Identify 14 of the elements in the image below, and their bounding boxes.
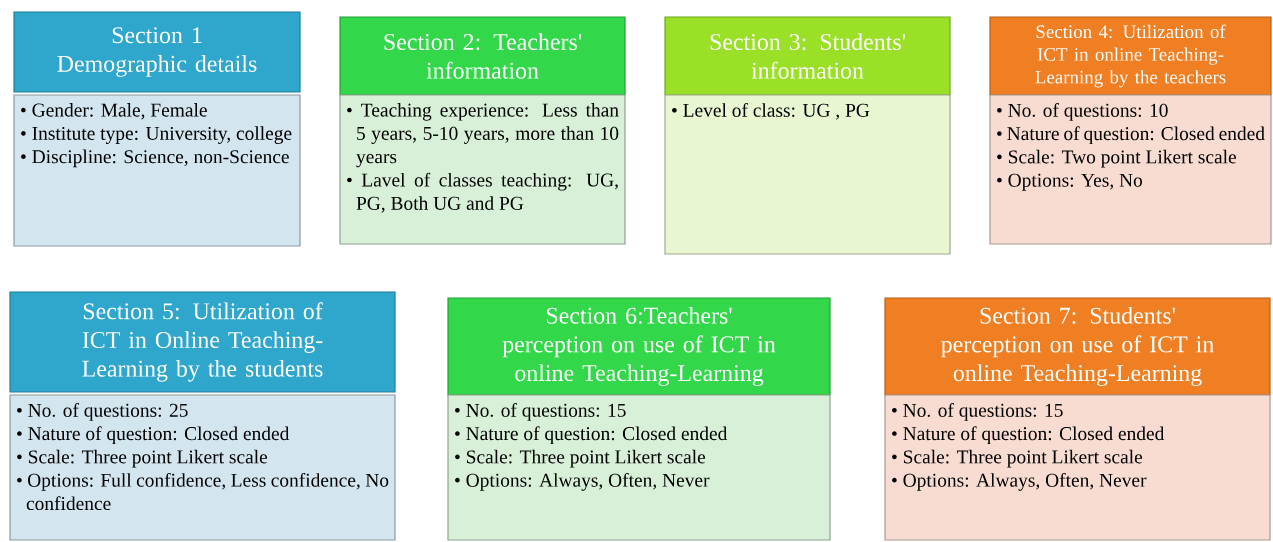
content-box: • No. of questions: 25 • Nature of question: Closed ended • Scale: Three point Likert scale • Options: Full confidence, Less confidence, No confidence — [9, 394, 396, 541]
header-box: Section 7: Students' perception on use of ICT in online Teaching-Learning — [884, 297, 1271, 396]
header-box: Section 1 Demographic details — [13, 11, 301, 93]
content-box: • No. of questions: 15 • Nature of question: Closed ended • Scale: Three point Likert scale • Options: Always, Often, Never — [884, 394, 1271, 541]
header-box: Section 5: Utilization of ICT in Online Teaching-Learning by the students — [9, 291, 396, 393]
header-box: Section 3: Students' information — [664, 16, 951, 96]
header-box: Section 6:Teachers' perception on use of ICT in online Teaching-Learning — [447, 297, 831, 396]
header-box: Section 2: Teachers' information — [339, 16, 626, 96]
content-box: • No. of questions: 10 • Nature of question: Closed ended • Scale: Two point Likert scale • Options: Yes, No — [989, 94, 1272, 245]
content-box: • Gender: Male, Female • Institute type: University, college • Discipline: Science, non-Science — [13, 94, 301, 247]
header-box: Section 4: Utilization of ICT in online Teaching-Learning by the teachers — [989, 16, 1272, 96]
content-box: • No. of questions: 15 • Nature of question: Closed ended • Scale: Three point Likert scale • Options: Always, Often, Never — [447, 394, 831, 541]
content-box: • Teaching experience: Less than 5 years, 5-10 years, more than 10 years • Lavel of classes teaching: UG, PG, Both UG and PG — [339, 94, 626, 245]
content-box: • Level of class: UG , PG — [664, 94, 951, 255]
